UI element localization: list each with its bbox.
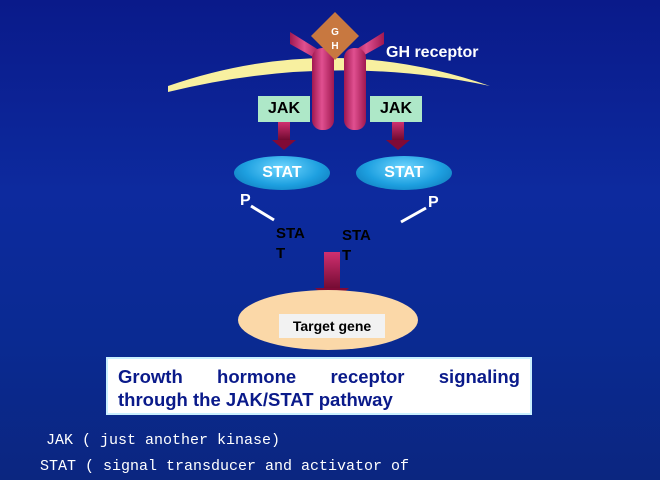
receptor-right [344, 32, 384, 130]
jak-box-left: JAK [258, 96, 310, 122]
target-gene-label: Target gene [279, 314, 385, 338]
arrow-jak-stat-left [272, 122, 296, 150]
caption-word: hormone [217, 366, 297, 387]
jak-box-right: JAK [370, 96, 422, 122]
note-jak: JAK ( just another kinase) [46, 432, 281, 449]
caption-line-1: Growth hormone receptor signaling [118, 365, 520, 388]
caption-word: receptor [330, 366, 405, 387]
receptor-left [290, 32, 334, 130]
phosphate-label-left: P [240, 192, 251, 209]
stat-free-left: STA T [276, 225, 305, 262]
caption-word: signaling [438, 366, 520, 387]
receptor-label: GH receptor [386, 44, 479, 61]
caption-word: Growth [118, 366, 183, 387]
hormone-label: G H [331, 27, 339, 52]
caption-box: Growth hormone receptor signaling throug… [106, 357, 532, 415]
stat-ellipse-right: STAT [356, 156, 452, 190]
phosphate-label-right: P [428, 194, 439, 211]
arrow-jak-stat-right [386, 122, 410, 150]
note-stat: STAT ( signal transducer and activator o… [40, 458, 410, 475]
cell-membrane [168, 58, 490, 92]
phosphate-bond-right [400, 206, 427, 224]
caption-line-2: through the JAK/STAT pathway [118, 389, 393, 410]
stat-ellipse-left: STAT [234, 156, 330, 190]
phosphate-bond-left [250, 204, 275, 222]
growth-hormone-shape [311, 12, 359, 60]
stat-free-right: STA T [342, 227, 371, 264]
